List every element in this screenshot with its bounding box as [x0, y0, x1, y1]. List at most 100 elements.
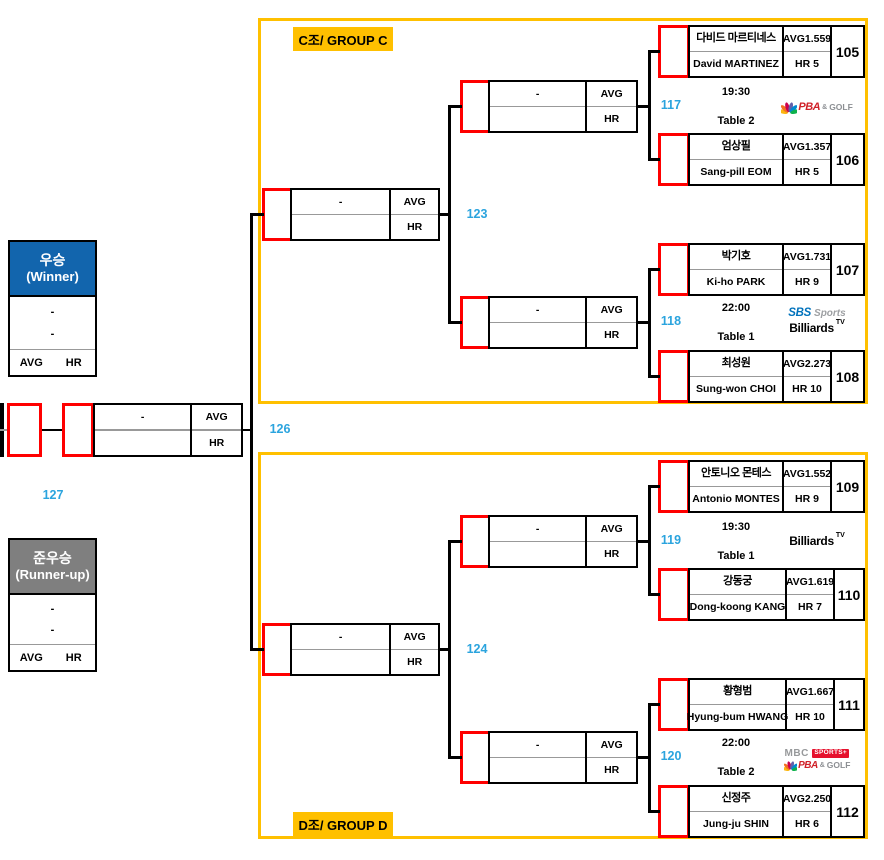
winner-title-ko: 우승	[39, 252, 66, 269]
bracket-line	[648, 703, 660, 706]
semi-match-number: 123	[466, 206, 488, 221]
bracket-line	[242, 428, 252, 432]
player-name-ko: 최성원	[721, 357, 751, 370]
player-stat-column: AVG1.357 HR 5	[782, 135, 833, 184]
match-table: Table 1	[717, 330, 755, 343]
player-stat-column: AVG1.552 HR 9	[782, 462, 833, 511]
bracket-line	[448, 105, 462, 108]
player-name-en: Ki-ho PARK	[706, 275, 766, 288]
winner-slot-2: -	[50, 328, 55, 340]
red-seed-cell	[658, 133, 690, 186]
winner-slot-1: -	[50, 306, 55, 318]
row-divider	[391, 648, 438, 651]
player-number: 107	[835, 261, 860, 278]
slot-name-column: -	[490, 298, 588, 347]
red-seed-cell	[658, 243, 690, 296]
slot-avg-label: AVG	[600, 738, 623, 751]
bracket-line	[648, 593, 660, 596]
match-time: 19:30	[721, 520, 751, 533]
runner-up-title-en: (Runner-up)	[15, 567, 90, 583]
bracket-line	[448, 756, 462, 759]
bracket-line	[448, 540, 462, 543]
match-number: 119	[660, 532, 682, 547]
player-avg: AVG1.357	[782, 140, 832, 153]
row-divider	[690, 50, 783, 53]
player-number: 112	[836, 803, 859, 820]
player-avg: AVG1.559	[782, 32, 832, 45]
slot-name-value: -	[338, 195, 343, 208]
player-number: 111	[838, 696, 860, 713]
bracket-line	[636, 756, 650, 759]
player-hr: HR 6	[795, 817, 819, 830]
bracket-line	[648, 810, 660, 813]
slot-hr-label: HR	[604, 328, 620, 341]
broadcaster-logo: PBA&GOLF	[770, 99, 864, 117]
winner-title-en: (Winner)	[26, 269, 79, 285]
player-avg: AVG2.273	[782, 357, 832, 370]
bracket-line	[42, 428, 62, 432]
mbc-logo-text: MBC	[784, 747, 809, 759]
slot-avg-label: AVG	[205, 410, 228, 423]
slot-avg-label: AVG	[600, 522, 623, 535]
row-divider	[690, 268, 783, 271]
bracket-line	[648, 158, 660, 161]
slot-hr-label: HR	[407, 220, 423, 233]
player-number: 109	[835, 478, 860, 495]
runner-up-box: 준우승 (Runner-up) - - AVG HR	[8, 538, 97, 672]
runner-up-slot-2: -	[50, 623, 55, 636]
sports-logo-text: Sports	[814, 308, 846, 319]
match-time: 22:00	[721, 301, 751, 314]
group-label: D조/ GROUP D	[293, 812, 393, 836]
nbc-peacock-icon	[783, 760, 798, 771]
winner-hr-label: HR	[65, 356, 82, 369]
player-name-ko: 강동궁	[723, 575, 752, 588]
slot-name-empty	[490, 758, 585, 782]
player-hr: HR 7	[798, 600, 822, 613]
row-divider	[587, 321, 636, 324]
slot-name-empty	[490, 107, 585, 131]
player-hr: HR 9	[795, 492, 819, 505]
bracket-line	[438, 648, 450, 651]
golf-logo-text: GOLF	[826, 760, 851, 771]
red-seed-cell	[658, 460, 690, 513]
pba-logo-text: PBA	[798, 759, 818, 771]
match-slot-box: -AVG HR	[488, 296, 638, 349]
row-divider	[784, 375, 831, 378]
slot-avg-label: AVG	[600, 303, 623, 316]
player-avg: AVG1.552	[782, 467, 832, 480]
slot-name-empty	[95, 431, 190, 455]
tv-superscript: TV	[835, 319, 845, 327]
row-divider	[690, 703, 785, 706]
slot-name-value: -	[140, 410, 145, 423]
red-seed-cell	[460, 80, 492, 133]
semi-match-number: 124	[466, 641, 488, 656]
player-name-ko: 박기호	[721, 250, 751, 263]
player-number: 108	[835, 368, 860, 385]
runner-up-slot-1: -	[50, 603, 55, 616]
player-name-ko: 다비드 마르티네스	[696, 32, 776, 45]
pba-golf-amp: &	[819, 762, 825, 769]
slot-name-column: -	[490, 517, 588, 566]
row-divider	[787, 593, 833, 596]
row-divider	[690, 810, 783, 813]
slot-stat-column: AVG HR	[391, 190, 438, 239]
row-divider	[784, 485, 831, 488]
player-hr: HR 5	[795, 165, 819, 178]
row-divider	[95, 429, 191, 431]
row-divider	[192, 429, 241, 431]
bracket-line	[448, 321, 462, 324]
slot-avg-label: AVG	[403, 195, 426, 208]
